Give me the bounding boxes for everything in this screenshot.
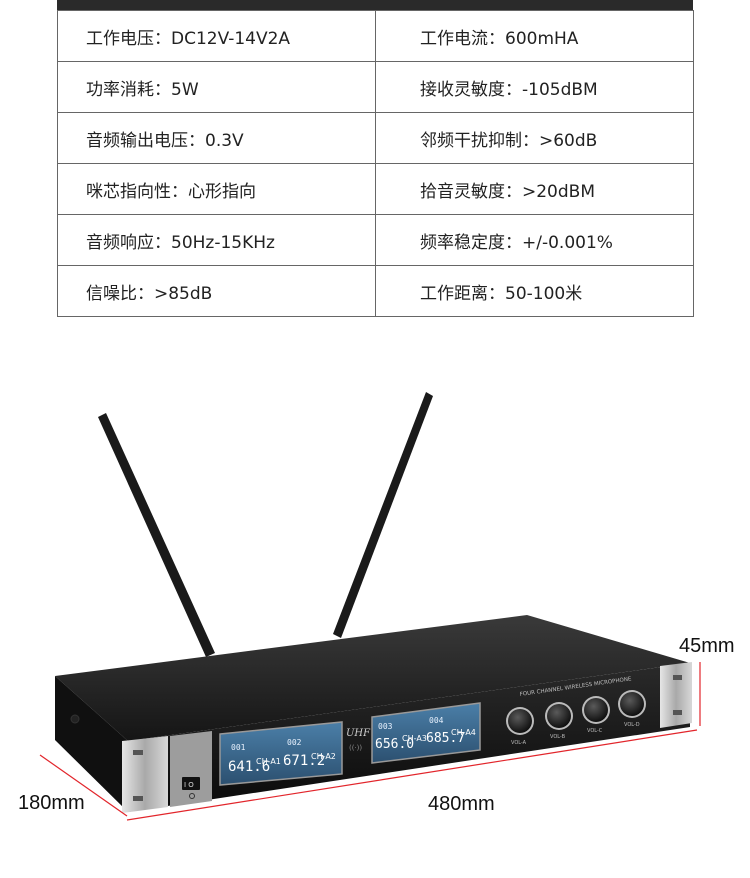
volume-knob-c[interactable] bbox=[582, 696, 610, 724]
spec-cell: 咪芯指向性：心形指向 bbox=[57, 163, 376, 215]
channel-id: 004 bbox=[429, 716, 444, 725]
spec-cell: 拾音灵敏度：>20dBM bbox=[375, 163, 694, 215]
table-row: 工作电压：DC12V-14V2A 工作电流：600mHA bbox=[57, 10, 694, 62]
spec-cell: 音频输出电压：0.3V bbox=[57, 112, 376, 164]
channel-label: CH-A4 bbox=[451, 728, 476, 737]
chassis-side bbox=[55, 676, 128, 812]
brand-label: UHF bbox=[346, 728, 371, 739]
chassis-top bbox=[55, 615, 690, 741]
channel-id: 001 bbox=[231, 743, 246, 752]
table-row: 功率消耗：5W 接收灵敏度：-105dBM bbox=[57, 61, 694, 113]
power-switch-marks: I O bbox=[184, 781, 194, 789]
spec-table: 工作电压：DC12V-14V2A 工作电流：600mHA 功率消耗：5W 接收灵… bbox=[57, 10, 694, 317]
channel-frequency: 656.0 bbox=[375, 737, 414, 752]
table-row: 音频输出电压：0.3V 邻频干扰抑制：>60dB bbox=[57, 112, 694, 164]
antenna-right bbox=[333, 392, 433, 638]
volume-knob-a[interactable] bbox=[506, 707, 534, 735]
height-dimension: 45mm bbox=[679, 635, 735, 657]
channel-label: CH-A2 bbox=[311, 752, 336, 761]
channel-id: 003 bbox=[378, 722, 393, 731]
product-illustration: I O 001 641.6 CH-A1 002 671.2 CH-A2 UHF … bbox=[0, 380, 750, 874]
table-row: 信噪比：>85dB 工作距离：50-100米 bbox=[57, 265, 694, 317]
knob-label: VOL-A bbox=[511, 740, 527, 746]
width-line bbox=[126, 729, 698, 821]
spec-cell: 功率消耗：5W bbox=[57, 61, 376, 113]
ear-slot bbox=[673, 710, 682, 715]
ear-slot bbox=[133, 796, 143, 801]
spec-cell: 工作电流：600mHA bbox=[375, 10, 694, 62]
wireless-icon: ((·)) bbox=[349, 744, 362, 752]
knob-label: VOL-D bbox=[624, 722, 640, 728]
screw-icon bbox=[70, 714, 80, 724]
spec-cell: 频率稳定度：+/-0.001% bbox=[375, 214, 694, 266]
antenna-left bbox=[98, 413, 215, 657]
channel-frequency: 641.6 bbox=[228, 759, 270, 775]
depth-dimension: 180mm bbox=[18, 792, 85, 814]
knob-label: VOL-C bbox=[587, 728, 603, 734]
channel-id: 002 bbox=[287, 738, 302, 747]
spec-cell: 工作距离：50-100米 bbox=[375, 265, 694, 317]
rack-ear-right bbox=[660, 662, 692, 728]
volume-knob-b[interactable] bbox=[545, 702, 573, 730]
channel-frequency: 671.2 bbox=[283, 753, 325, 769]
channel-frequency: 685.7 bbox=[426, 731, 465, 746]
rack-ear-left bbox=[122, 736, 168, 813]
spec-cell: 信噪比：>85dB bbox=[57, 265, 376, 317]
table-row: 咪芯指向性：心形指向 拾音灵敏度：>20dBM bbox=[57, 163, 694, 215]
power-switch[interactable] bbox=[182, 777, 200, 790]
power-icon bbox=[189, 793, 195, 799]
lcd-display-1 bbox=[219, 721, 343, 786]
volume-knob-d[interactable] bbox=[618, 690, 646, 718]
spec-cell: 邻频干扰抑制：>60dB bbox=[375, 112, 694, 164]
ear-slot bbox=[133, 750, 143, 755]
spec-cell: 音频响应：50Hz-15KHz bbox=[57, 214, 376, 266]
power-plate bbox=[170, 731, 212, 807]
lcd-display-2 bbox=[371, 702, 481, 764]
spec-cell: 工作电压：DC12V-14V2A bbox=[57, 10, 376, 62]
channel-label: CH-A1 bbox=[256, 757, 281, 766]
spec-cell: 接收灵敏度：-105dBM bbox=[375, 61, 694, 113]
table-header-bar bbox=[57, 0, 693, 10]
table-row: 音频响应：50Hz-15KHz 频率稳定度：+/-0.001% bbox=[57, 214, 694, 266]
ear-slot bbox=[673, 675, 682, 680]
channel-label: CH-A3 bbox=[402, 734, 427, 743]
knob-label: VOL-B bbox=[550, 734, 566, 740]
depth-line bbox=[39, 754, 128, 817]
width-dimension: 480mm bbox=[428, 793, 495, 815]
receiver-svg: I O 001 641.6 CH-A1 002 671.2 CH-A2 UHF … bbox=[39, 392, 701, 821]
